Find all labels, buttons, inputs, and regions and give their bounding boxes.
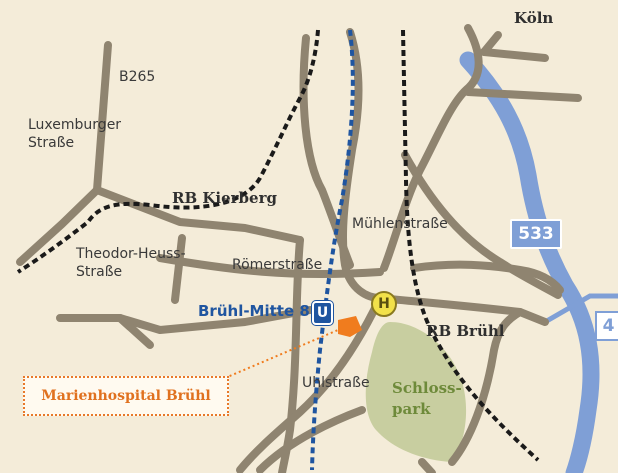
road-luxemburger-west <box>16 186 101 266</box>
road-park-east <box>448 308 524 466</box>
road-north-east <box>380 24 483 272</box>
road-koeln-branch-c <box>464 88 582 102</box>
road-south-main <box>278 236 304 473</box>
label-luxemburger-strasse: Luxemburger Straße <box>28 117 122 151</box>
hospital-pointer-line <box>224 329 339 379</box>
rail-rb-kierberg <box>16 29 320 274</box>
road-b265 <box>93 41 112 194</box>
label-rb-bruehl: RB Brühl <box>426 322 505 340</box>
label-koeln: Köln <box>514 9 554 27</box>
hospital-callout[interactable]: Marienhospital Brühl <box>23 376 229 416</box>
label-muehlenstrasse: Mühlenstraße <box>352 216 448 232</box>
road-curve-sw <box>116 314 154 349</box>
label-b265: B265 <box>119 69 156 85</box>
label-uhlstrasse: Uhlstraße <box>302 375 370 391</box>
ubahn-station-icon: U <box>312 301 333 325</box>
motorway-exit-ramp <box>542 293 618 325</box>
motorway-a553 <box>459 51 600 473</box>
road-muehlen <box>401 151 562 299</box>
road-central-west <box>299 34 354 269</box>
label-rb-kierberg: RB Kierberg <box>172 189 277 207</box>
schlosspark-area <box>365 322 467 462</box>
road-central-ns <box>338 28 384 302</box>
road-west-lower <box>56 306 314 334</box>
motorway-shield-533: 533 <box>510 219 562 249</box>
label-theodor-heuss-strasse: Theodor-Heuss- Straße <box>76 246 186 280</box>
road-connector-west <box>171 234 186 304</box>
tram-line-8 <box>310 29 355 471</box>
label-roemerstrasse: Römerstraße <box>232 257 323 273</box>
road-east-ring <box>410 260 564 294</box>
bus-stop-icon: H <box>371 291 397 317</box>
road-network <box>16 24 582 473</box>
label-bruehl-mitte: Brühl-Mitte 8 <box>198 302 310 320</box>
hospital-marker <box>338 316 362 337</box>
motorway-exit-shield: 4 <box>595 311 618 341</box>
road-park-south <box>418 458 436 473</box>
road-koeln-branch-b <box>480 48 549 62</box>
label-schlosspark: Schloss- park <box>392 379 462 418</box>
road-uhlstrasse <box>236 294 384 473</box>
